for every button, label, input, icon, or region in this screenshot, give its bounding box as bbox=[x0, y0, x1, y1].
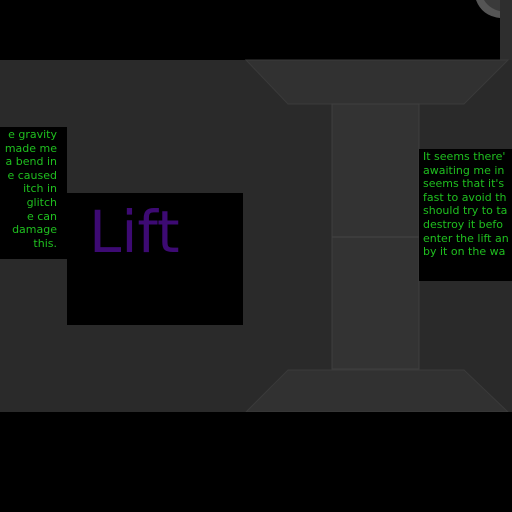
terminal-line: glitch bbox=[26, 195, 57, 209]
terminal-line: damage bbox=[12, 223, 57, 237]
left-terminal-panel: e gravity made me a bend in e caused itc… bbox=[0, 127, 67, 259]
upper-ramp bbox=[244, 59, 510, 105]
terminal-line: e caused bbox=[7, 168, 57, 182]
right-terminal-panel: It seems there' awaiting me in seems tha… bbox=[419, 149, 512, 281]
terminal-line: awaiting me in bbox=[423, 163, 505, 177]
terminal-line: It seems there' bbox=[423, 150, 506, 163]
terminal-line: fast to avoid th bbox=[423, 190, 507, 204]
terminal-line: itch in bbox=[23, 182, 57, 196]
right-terminal-text: It seems there' awaiting me in seems tha… bbox=[423, 150, 509, 259]
terminal-line: made me bbox=[4, 141, 57, 155]
corner-structure bbox=[476, 0, 512, 60]
bottom-void bbox=[0, 412, 512, 512]
terminal-line: seems that it's bbox=[423, 177, 505, 191]
terminal-line: destroy it befo bbox=[423, 217, 504, 231]
left-terminal-text: e gravity made me a bend in e caused itc… bbox=[5, 128, 57, 250]
terminal-line: e gravity bbox=[8, 128, 57, 141]
lift-sign-label: Lift bbox=[89, 198, 180, 266]
terminal-line: should try to ta bbox=[423, 204, 508, 218]
terminal-line: enter the lift an bbox=[423, 231, 509, 245]
terminal-line: by it on the wa bbox=[423, 245, 506, 259]
lift-sign: Lift bbox=[67, 193, 243, 325]
terminal-line: this. bbox=[33, 236, 57, 250]
terminal-line: a bend in bbox=[5, 155, 57, 169]
terminal-line: e can bbox=[26, 209, 57, 223]
lower-ramp bbox=[244, 369, 510, 413]
lift-platform[interactable] bbox=[331, 103, 420, 370]
